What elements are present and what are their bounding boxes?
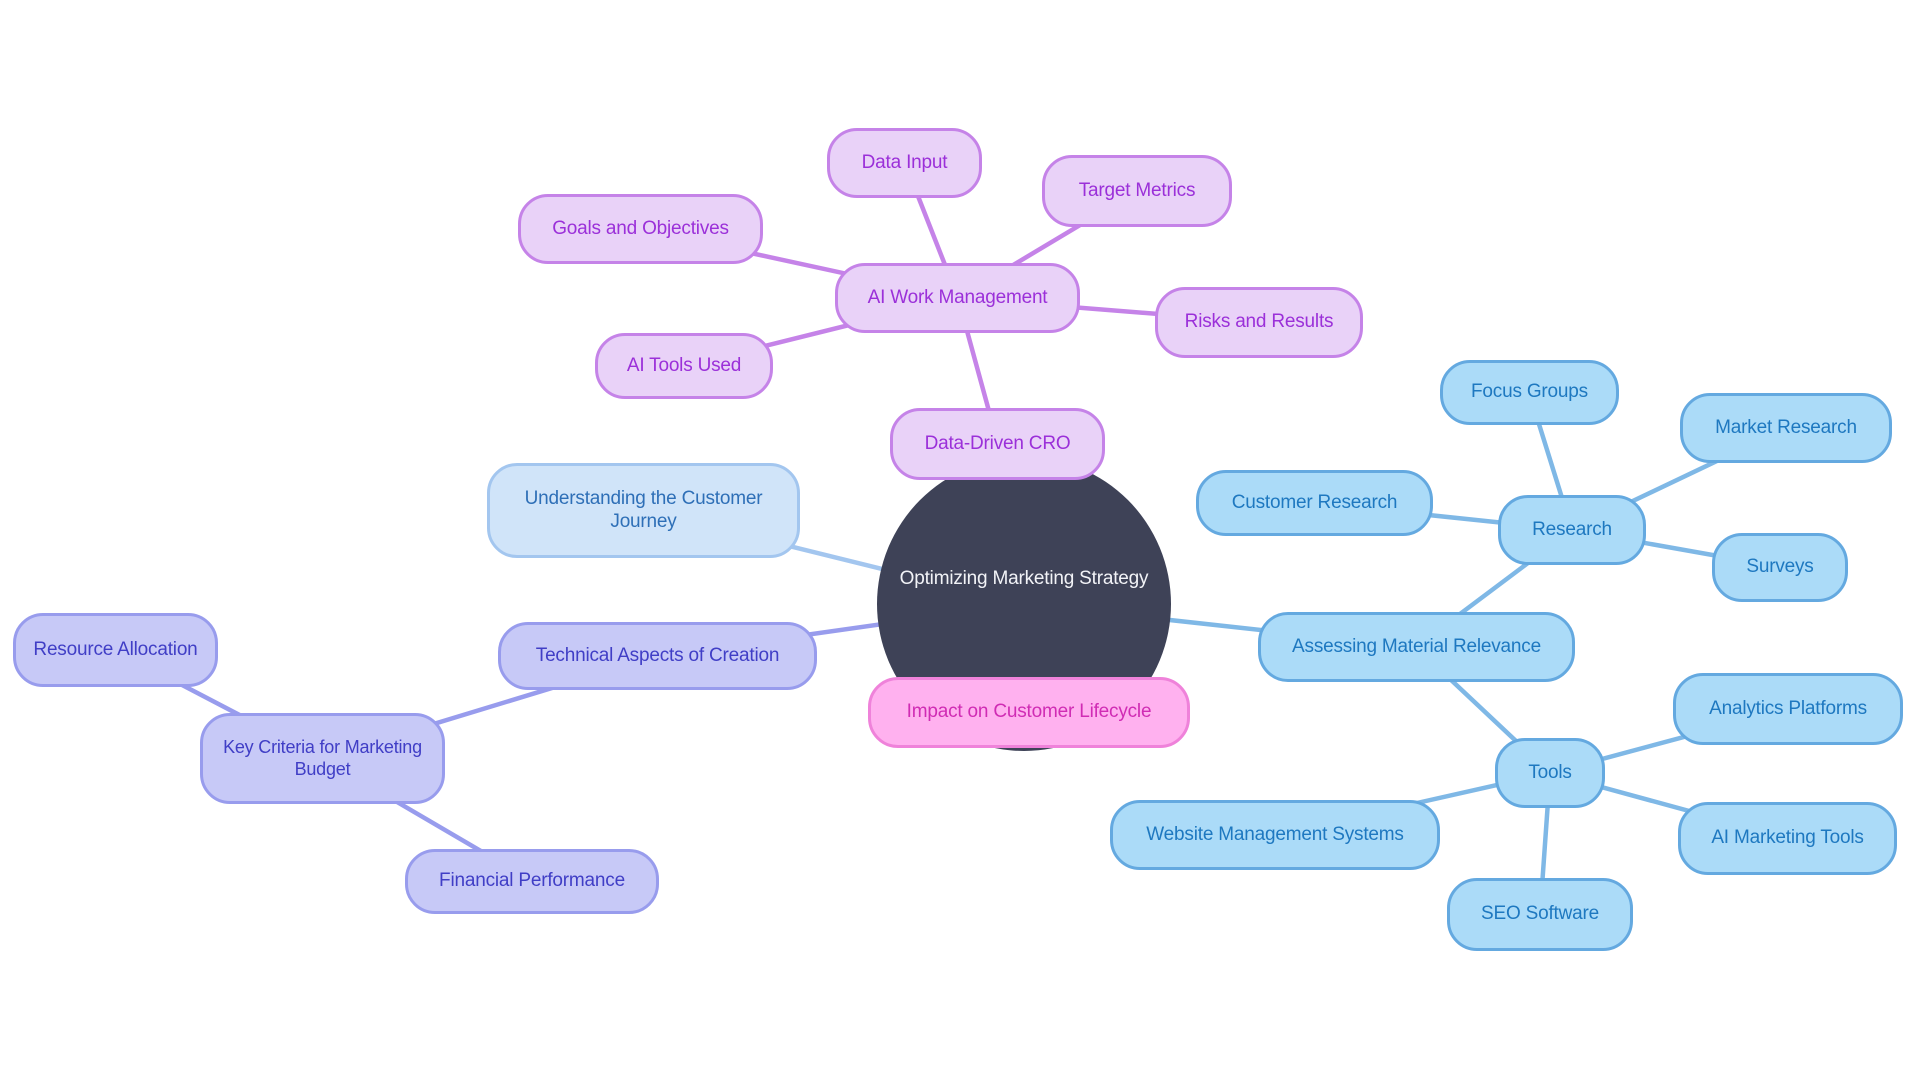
node-research[interactable]: Research — [1498, 495, 1646, 565]
node-assessing-material-relevance[interactable]: Assessing Material Relevance — [1258, 612, 1575, 682]
node-data-driven-cro[interactable]: Data-Driven CRO — [890, 408, 1105, 480]
node-goals-and-objectives[interactable]: Goals and Objectives — [518, 194, 763, 264]
node-financial-performance[interactable]: Financial Performance — [405, 849, 659, 914]
node-understanding-customer-journey[interactable]: Understanding the Customer Journey — [487, 463, 800, 558]
node-website-management-systems[interactable]: Website Management Systems — [1110, 800, 1440, 870]
node-market-research[interactable]: Market Research — [1680, 393, 1892, 463]
node-risks-and-results[interactable]: Risks and Results — [1155, 287, 1363, 358]
node-technical-aspects-of-creation[interactable]: Technical Aspects of Creation — [498, 622, 817, 690]
node-focus-groups[interactable]: Focus Groups — [1440, 360, 1619, 425]
node-analytics-platforms[interactable]: Analytics Platforms — [1673, 673, 1903, 745]
node-customer-research[interactable]: Customer Research — [1196, 470, 1433, 536]
node-key-criteria-marketing-budget[interactable]: Key Criteria for Marketing Budget — [200, 713, 445, 804]
node-data-input[interactable]: Data Input — [827, 128, 982, 198]
node-ai-tools-used[interactable]: AI Tools Used — [595, 333, 773, 399]
node-surveys[interactable]: Surveys — [1712, 533, 1848, 602]
node-tools[interactable]: Tools — [1495, 738, 1605, 808]
node-target-metrics[interactable]: Target Metrics — [1042, 155, 1232, 227]
node-ai-work-management[interactable]: AI Work Management — [835, 263, 1080, 333]
node-seo-software[interactable]: SEO Software — [1447, 878, 1633, 951]
node-impact-on-customer-lifecycle[interactable]: Impact on Customer Lifecycle — [868, 677, 1190, 748]
node-resource-allocation[interactable]: Resource Allocation — [13, 613, 218, 687]
node-ai-marketing-tools[interactable]: AI Marketing Tools — [1678, 802, 1897, 875]
